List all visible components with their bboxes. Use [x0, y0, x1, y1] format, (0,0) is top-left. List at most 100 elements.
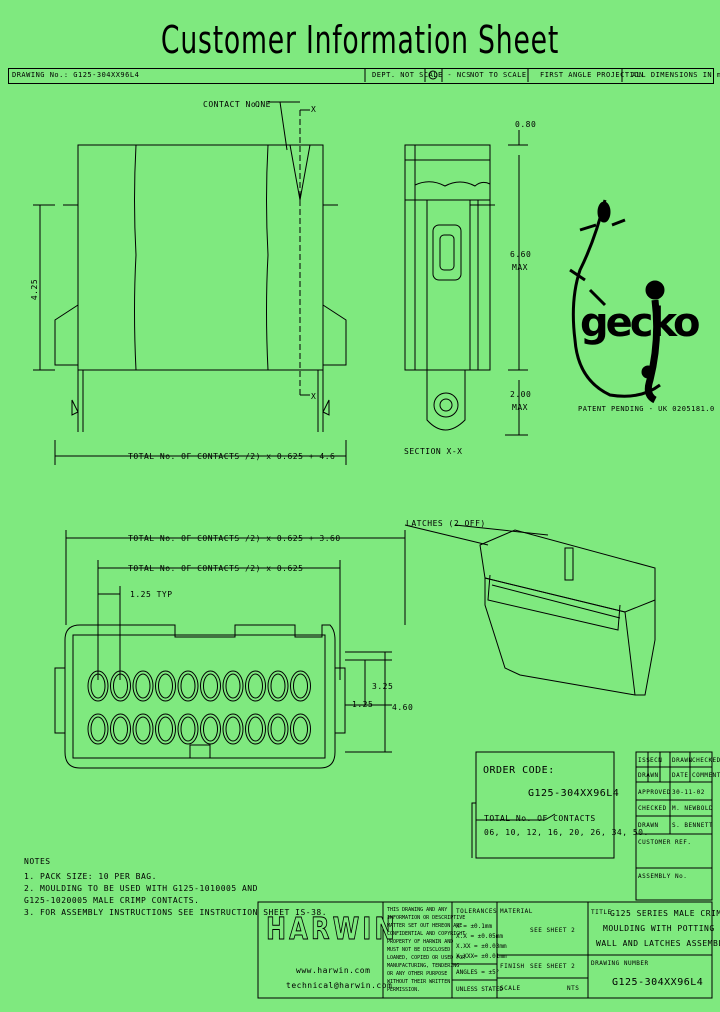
header-cell-3: NOT TO SCALE [470, 71, 527, 79]
copyright-line: OR ANY OTHER PURPOSE [387, 971, 448, 977]
contact-hole [110, 713, 131, 745]
contact-hole-inner [135, 673, 151, 699]
scale-value: NTS [567, 985, 580, 992]
header-cell-4: ALL DIMENSIONS IN mm [632, 71, 720, 79]
rev-row-4-label: DRAWN [638, 822, 659, 829]
harwin-email: technical@harwin.com [286, 981, 393, 990]
copyright-line: MUST NOT BE DISCLOSED [387, 947, 451, 953]
dim-top2: TOTAL No. OF CONTACTS /2) x 0.625 [128, 564, 304, 573]
dim-3-25: 3.25 [372, 682, 394, 691]
note-line-1: 1. PACK SIZE: 10 PER BAG. [24, 872, 157, 881]
contact-hole [222, 670, 244, 702]
rev-row-1-value: DATE [672, 772, 689, 779]
rev-row-2-value: 30-11-02 [672, 789, 705, 796]
contact-one-label: ONE [255, 100, 271, 109]
copyright-line: THIS DRAWING AND ANY [387, 907, 448, 913]
contact-hole [222, 713, 244, 745]
dim-4-25: 4.25 [30, 278, 40, 301]
contact-hole [155, 713, 176, 745]
rev-row-3-label: CHECKED [638, 805, 667, 812]
contact-hole-inner [113, 716, 128, 742]
page-title: Customer Information Sheet [160, 18, 560, 62]
tolerance-2: X.X = ±0.05mm [456, 933, 503, 940]
contact-hole-inner [248, 716, 263, 742]
contact-hole [200, 670, 221, 702]
copyright-line: WITHOUT THEIR WRITTEN [387, 979, 451, 985]
drawing-number-value: G125-304XX96L4 [612, 977, 704, 988]
order-code-value: G125-304XX96L4 [528, 788, 620, 799]
contact-hole [155, 670, 176, 702]
tolerance-3: X.XX = ±0.03mm [456, 943, 507, 950]
revision-table-lines [635, 751, 713, 901]
rev-header-checked: CHECKED [692, 757, 720, 764]
title-label: TITLE [591, 909, 612, 916]
finish-label: FINISH [500, 963, 525, 970]
header-cell-2: FIRST ANGLE PROJECTION [540, 71, 644, 79]
copyright-line: LOANED, COPIED OR USED FOR [387, 955, 466, 961]
copyright-line: MATTER SET OUT HEREON ARE [387, 923, 463, 929]
contact-hole [245, 670, 266, 702]
contact-hole [177, 713, 199, 745]
dim-0-80: 0.80 [515, 120, 537, 129]
tolerances-label: TOLERANCES [456, 908, 498, 915]
contact-hole [290, 670, 311, 702]
contact-hole [177, 670, 199, 702]
rev-header-ecn: ECN [650, 757, 663, 764]
note-line-2: 2. MOULDING TO BE USED WITH G125-1010005… [24, 884, 258, 893]
rev-row-2-label: APPROVED [638, 789, 671, 796]
section-mark-bottom: X [311, 392, 317, 401]
rev-row-5-label: CUSTOMER REF. [638, 839, 692, 846]
contact-hole-inner [248, 673, 263, 699]
tolerance-1: X = ±0.1mm [456, 923, 493, 930]
rev-header-iss: ISS [638, 757, 651, 764]
dim-6-60-unit: MAX [512, 263, 528, 272]
tolerance-unless: UNLESS STATED [456, 986, 503, 993]
header-cell-1: DEPT. NOT SCALE - NCS [372, 71, 472, 79]
rev-row-1-extra: COMMENT [692, 772, 720, 779]
order-total-label: TOTAL No. OF CONTACTS [484, 814, 596, 823]
rev-row-6-label: ASSEMBLY No. [638, 873, 688, 880]
contact-hole-inner [203, 673, 218, 699]
dim-1-25: 1.25 [352, 700, 374, 709]
plan-view [54, 530, 406, 769]
note-line-3: G125-1020005 MALE CRIMP CONTACTS. [24, 896, 200, 905]
tolerance-4: X.XXX= ±0.01mm [456, 953, 507, 960]
title-line-1: G125 SERIES MALE CRIMP [610, 909, 720, 918]
isometric-view [404, 524, 656, 696]
contact-hole-inner [270, 716, 286, 742]
contact-hole [267, 713, 289, 745]
contact-hole-inner [180, 716, 196, 742]
contact-hole [110, 670, 131, 702]
contact-hole-inner [158, 716, 173, 742]
order-code-label: ORDER CODE: [483, 765, 555, 776]
contact-hole-inner [113, 673, 128, 699]
harwin-logo: HARWIN [266, 912, 398, 948]
drawing-no-label: DRAWING No.: G125-304XX96L4 [12, 71, 140, 79]
copyright-line: PROPERTY OF HARWIN AND [387, 939, 454, 945]
dim-top3: 1.25 TYP [130, 590, 173, 599]
contact-hole-inner [293, 716, 308, 742]
scale-label: SCALE [500, 985, 521, 992]
copyright-line: CONFIDENTIAL AND COPYRIGHT [387, 931, 466, 937]
copyright-line: MANUFACTURING, TENDERING [387, 963, 460, 969]
section-label: SECTION X-X [404, 447, 463, 456]
contact-hole-inner [293, 673, 308, 699]
title-block-lines [257, 901, 713, 999]
contact-hole-inner [180, 673, 196, 699]
copyright-notice: THIS DRAWING AND ANY INFORMATION OR DESC… [387, 906, 466, 994]
copyright-line: PERMISSION. [387, 987, 421, 993]
dim-4-60: 4.60 [392, 703, 414, 712]
rev-row-3-value: M. NEWBOLD [672, 805, 714, 812]
dim-2-00: 2.00 [510, 390, 532, 399]
contact-hole-inner [270, 673, 286, 699]
title-line-2: MOULDING WITH POTTING [603, 924, 715, 933]
title-line-3: WALL AND LATCHES ASSEMBLY [596, 939, 720, 948]
dim-6-60: 6.60 [510, 250, 532, 259]
section-view [404, 130, 528, 436]
contact-holes [87, 670, 311, 745]
contact-hole-inner [90, 716, 106, 742]
contact-hole [200, 713, 221, 745]
contact-hole [87, 670, 109, 702]
